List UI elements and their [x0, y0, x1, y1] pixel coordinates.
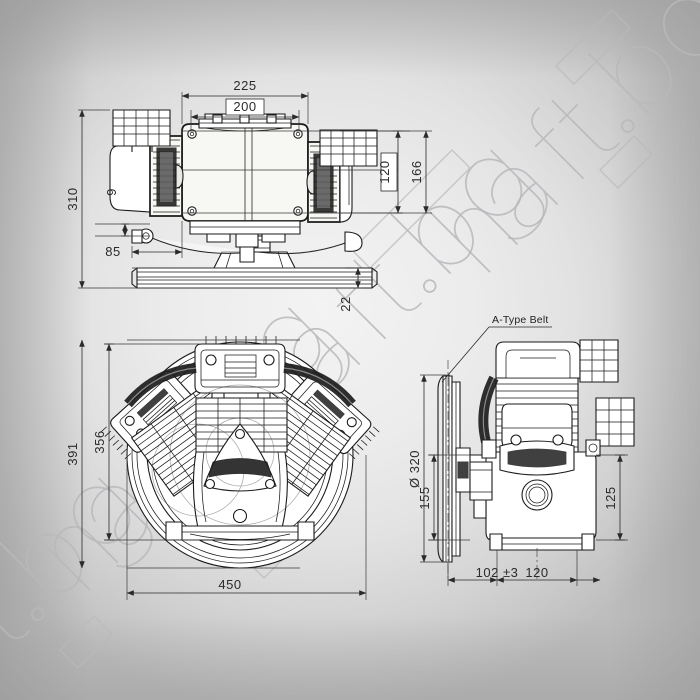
front-base — [189, 220, 301, 263]
front-crankcase — [181, 123, 309, 222]
top-hoses — [124, 363, 356, 408]
dim-102: 102 ±3 — [476, 565, 519, 580]
dim-200: 200 — [233, 99, 256, 114]
dim-166: 166 — [409, 160, 424, 183]
side-bracket — [469, 461, 493, 519]
side-centerlines — [447, 360, 538, 582]
front-right-cylinder — [306, 129, 378, 223]
dim-22: 22 — [338, 296, 353, 311]
top-right-head — [286, 372, 380, 460]
dim-120-base: 120 — [525, 565, 548, 580]
front-dimensions: 225 200 310 9 85 — [65, 78, 432, 312]
top-base-rail — [165, 508, 315, 541]
side-hose — [478, 375, 499, 459]
front-cylinder-head — [198, 113, 292, 132]
front-view: 225 200 310 9 85 — [65, 78, 432, 312]
front-hoses — [131, 228, 363, 255]
side-base — [489, 533, 595, 551]
top-construction — [151, 384, 311, 526]
dim-391: 391 — [65, 442, 80, 465]
belt-note-label: A-Type Belt — [492, 314, 548, 326]
side-cylinders — [495, 377, 579, 476]
dim-85: 85 — [105, 244, 120, 259]
dim-125: 125 — [603, 486, 618, 509]
front-left-cylinder — [109, 109, 184, 217]
dim-356: 356 — [92, 430, 107, 453]
top-center-head — [194, 336, 286, 405]
dim-9: 9 — [104, 188, 119, 196]
side-dimensions: Ø 320 155 125 102 ±3 120 — [407, 374, 625, 586]
dim-120: 120 — [377, 160, 392, 183]
dim-155: 155 — [417, 486, 432, 509]
dim-310: 310 — [65, 187, 80, 210]
front-head-bolts — [212, 114, 277, 124]
belt-callout: A-Type Belt — [441, 314, 552, 383]
top-center-cover — [203, 423, 277, 492]
side-head — [495, 341, 581, 379]
side-view: A-Type Belt Ø 320 155 125 102 ±3 — [407, 314, 635, 586]
dim-225: 225 — [233, 78, 256, 93]
side-air-filters — [579, 339, 635, 457]
dim-dia-320: Ø 320 — [407, 450, 422, 488]
dim-450: 450 — [218, 577, 241, 592]
top-dimensions: 391 356 450 — [65, 339, 367, 600]
top-view: 391 356 450 — [65, 336, 380, 600]
